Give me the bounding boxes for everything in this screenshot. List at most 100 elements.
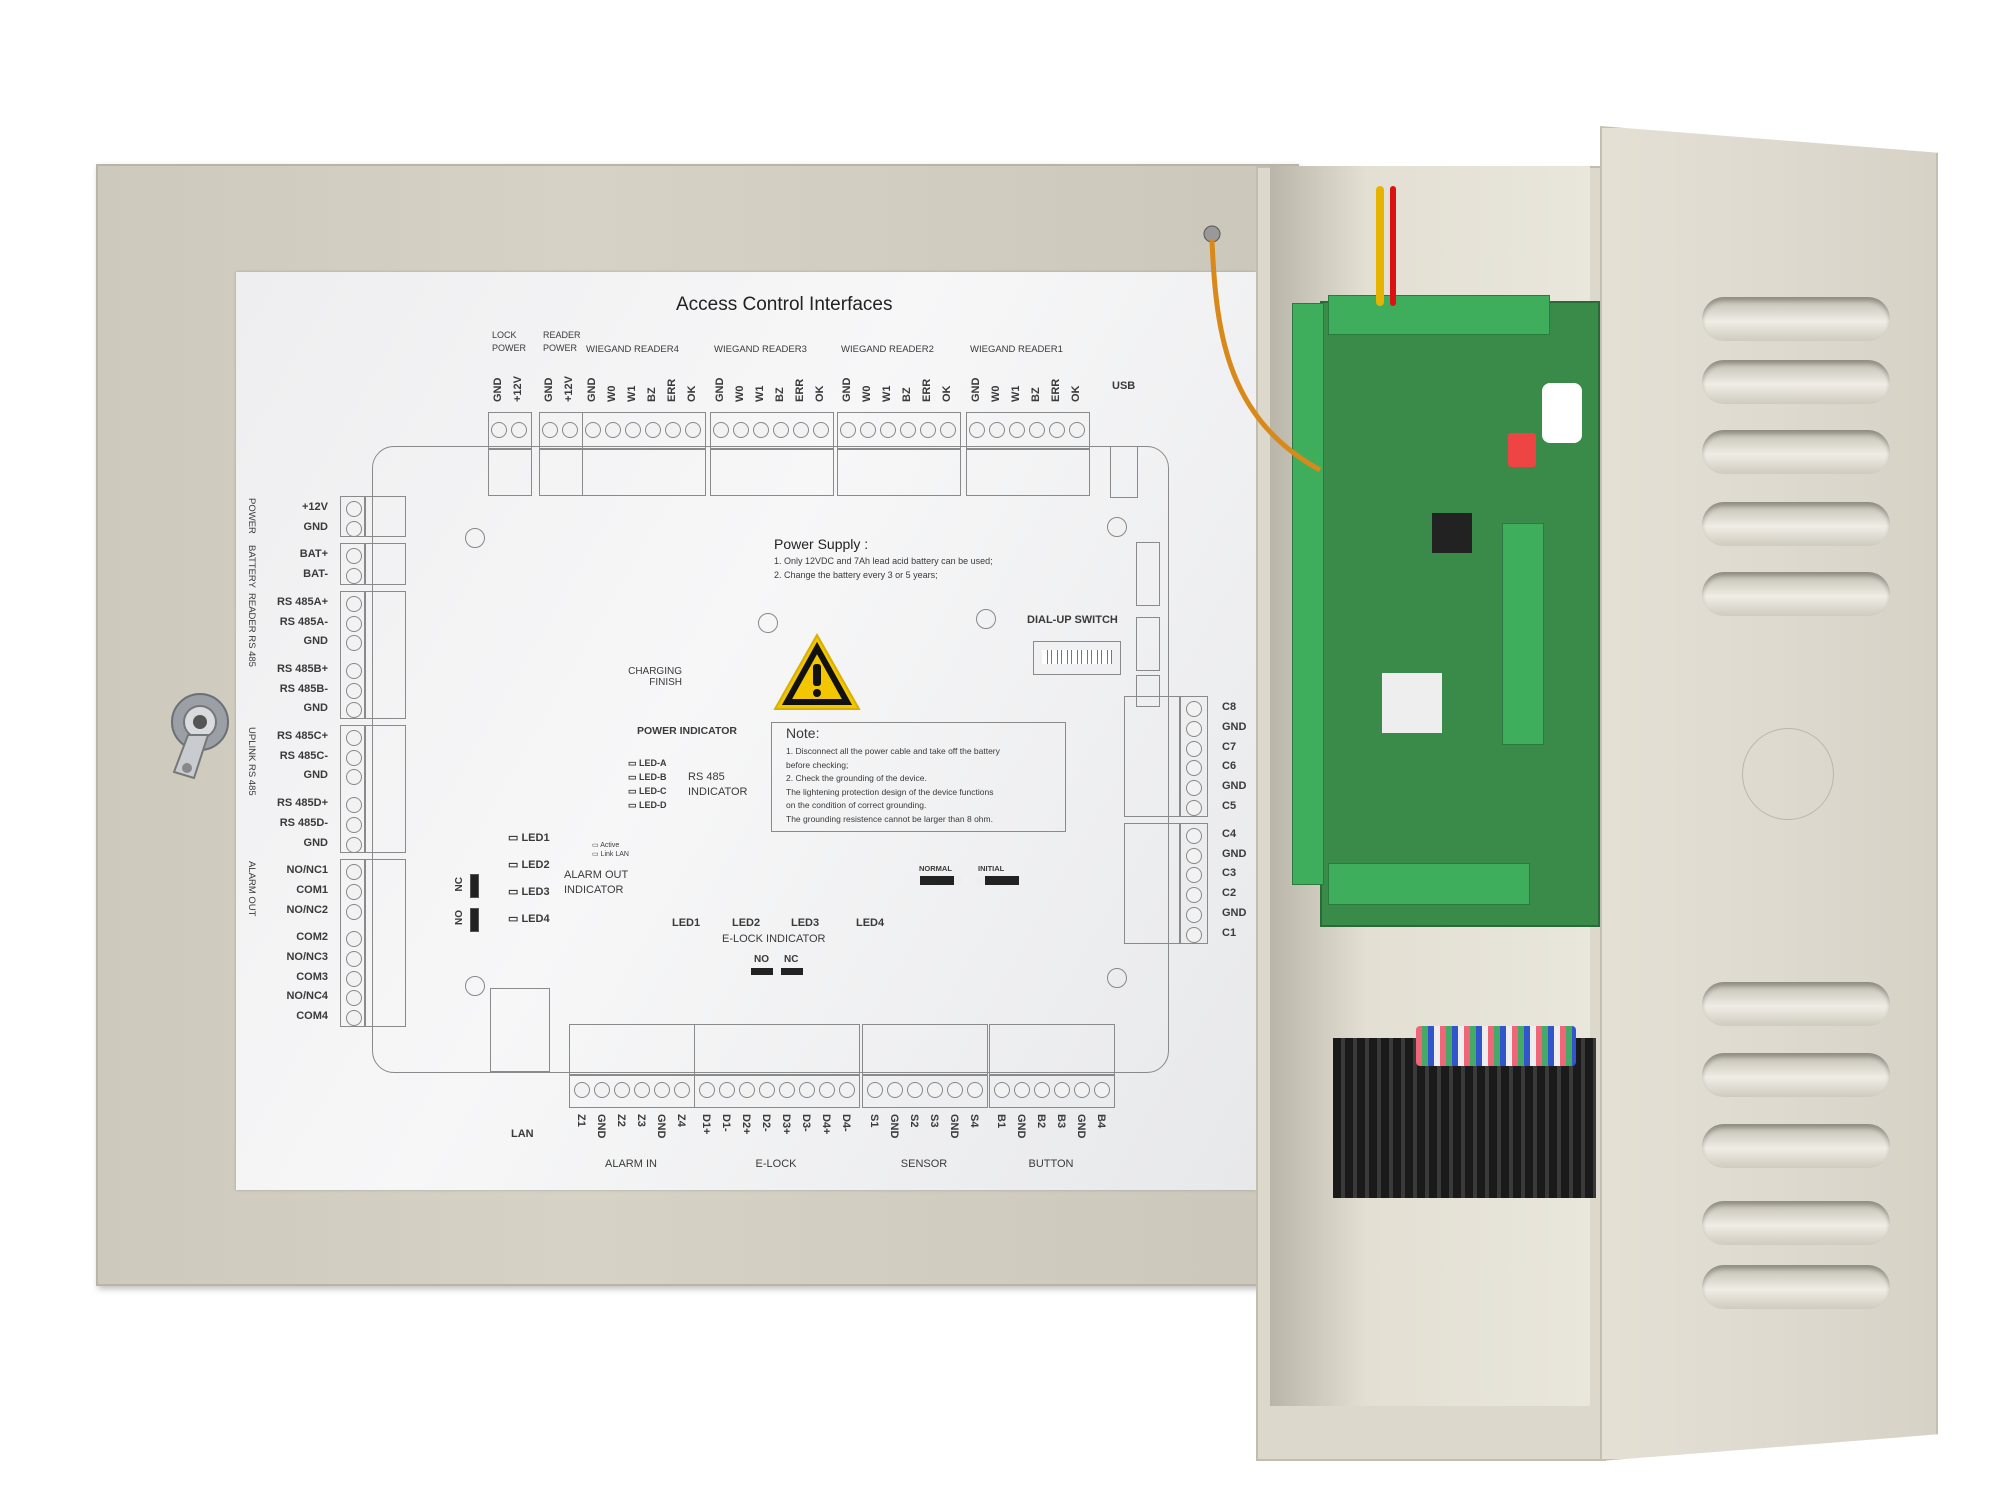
terminal-screw[interactable]	[674, 1082, 690, 1098]
terminal-screw[interactable]	[880, 422, 896, 438]
terminal-screw[interactable]	[773, 422, 789, 438]
terminal-screw[interactable]	[346, 749, 362, 766]
terminal-screw[interactable]	[1054, 1082, 1070, 1098]
terminal-screw[interactable]	[1034, 1082, 1050, 1098]
terminal-screw[interactable]	[654, 1082, 670, 1098]
terminal-screw[interactable]	[907, 1082, 923, 1098]
terminal-screw[interactable]	[542, 422, 558, 438]
terminal-screw[interactable]	[1186, 867, 1202, 884]
terminal-screw[interactable]	[759, 1082, 775, 1098]
terminal-screw[interactable]	[1186, 701, 1202, 717]
terminal-screw[interactable]	[887, 1082, 903, 1098]
terminal-screw[interactable]	[574, 1082, 590, 1098]
terminal-screw[interactable]	[346, 520, 362, 537]
terminal-screw[interactable]	[685, 422, 701, 438]
terminal-screw[interactable]	[840, 422, 856, 438]
terminal-screw[interactable]	[1186, 907, 1202, 923]
terminal-screw[interactable]	[1186, 847, 1202, 864]
terminal-screw[interactable]	[625, 422, 641, 438]
terminal-screw[interactable]	[1186, 827, 1202, 844]
terminal-screw[interactable]	[819, 1082, 835, 1098]
terminal-screw[interactable]	[994, 1082, 1010, 1098]
terminal-screw[interactable]	[346, 797, 362, 814]
terminal-screw[interactable]	[346, 548, 362, 565]
terminal-screw[interactable]	[346, 883, 362, 900]
terminal-screw[interactable]	[562, 422, 578, 438]
terminal-screw[interactable]	[346, 769, 362, 786]
terminal-screw[interactable]	[940, 422, 956, 438]
terminal-screw[interactable]	[967, 1082, 983, 1098]
terminal-screw[interactable]	[779, 1082, 795, 1098]
terminal-screw[interactable]	[927, 1082, 943, 1098]
terminal-screw[interactable]	[867, 1082, 883, 1098]
terminal-screw[interactable]	[594, 1082, 610, 1098]
terminal-screw[interactable]	[614, 1082, 630, 1098]
terminal-screw[interactable]	[733, 422, 749, 438]
terminal-screw[interactable]	[346, 501, 362, 517]
terminal-screw[interactable]	[1069, 422, 1085, 438]
terminal-screw[interactable]	[346, 990, 362, 1007]
terminal-screw[interactable]	[346, 903, 362, 920]
terminal-screw[interactable]	[1186, 740, 1202, 757]
terminal-screw[interactable]	[713, 422, 729, 438]
terminal-screw[interactable]	[346, 702, 362, 719]
terminal-block	[340, 725, 366, 854]
terminal-screw[interactable]	[969, 422, 985, 438]
terminal-screw[interactable]	[900, 422, 916, 438]
terminal-screw[interactable]	[1049, 422, 1065, 438]
terminal-screw[interactable]	[1186, 926, 1202, 943]
nc-no-switch[interactable]	[470, 908, 479, 932]
terminal-screw[interactable]	[860, 422, 876, 438]
terminal-screw[interactable]	[346, 864, 362, 881]
terminal-screw[interactable]	[346, 682, 362, 699]
terminal-screw[interactable]	[346, 615, 362, 632]
elock-nc-switch[interactable]	[781, 968, 803, 975]
terminal-screw[interactable]	[1029, 422, 1045, 438]
nc-no-switch[interactable]	[470, 874, 479, 898]
terminal-screw[interactable]	[346, 662, 362, 679]
elock-no-switch[interactable]	[751, 968, 773, 975]
terminal-screw[interactable]	[634, 1082, 650, 1098]
terminal-screw[interactable]	[346, 951, 362, 967]
terminal-screw[interactable]	[605, 422, 621, 438]
terminal-screw[interactable]	[920, 422, 936, 438]
terminal-screw[interactable]	[699, 1082, 715, 1098]
terminal-screw[interactable]	[346, 836, 362, 853]
terminal-screw[interactable]	[1186, 887, 1202, 904]
terminal-screw[interactable]	[1186, 800, 1202, 816]
terminal-screw[interactable]	[346, 1010, 362, 1027]
terminal-screw[interactable]	[346, 595, 362, 612]
dip-switch[interactable]	[1033, 641, 1121, 675]
terminal-screw[interactable]	[665, 422, 681, 438]
terminal-screw[interactable]	[346, 931, 362, 948]
terminal-screw[interactable]	[799, 1082, 815, 1098]
terminal-screw[interactable]	[753, 422, 769, 438]
terminal-screw[interactable]	[346, 730, 362, 746]
terminal-screw[interactable]	[1186, 720, 1202, 737]
terminal-screw[interactable]	[346, 816, 362, 833]
normal-switch[interactable]	[920, 876, 962, 885]
terminal-screw[interactable]	[645, 422, 661, 438]
terminal-screw[interactable]	[1186, 760, 1202, 777]
terminal-screw[interactable]	[346, 970, 362, 987]
terminal-screw[interactable]	[346, 635, 362, 652]
terminal-screw[interactable]	[1094, 1082, 1110, 1098]
terminal-screw[interactable]	[793, 422, 809, 438]
initial-switch[interactable]	[977, 876, 1019, 885]
door-lock-icon[interactable]	[160, 690, 240, 780]
terminal-screw[interactable]	[491, 422, 507, 438]
terminal-screw[interactable]	[511, 422, 527, 438]
terminal-screw[interactable]	[989, 422, 1005, 438]
terminal-screw[interactable]	[719, 1082, 735, 1098]
terminal-screw[interactable]	[1074, 1082, 1090, 1098]
terminal-screw[interactable]	[739, 1082, 755, 1098]
terminal-screw[interactable]	[947, 1082, 963, 1098]
terminal-screw[interactable]	[346, 568, 362, 585]
terminal-screw[interactable]	[1186, 780, 1202, 797]
terminal-screw[interactable]	[585, 422, 601, 438]
terminal-screw[interactable]	[813, 422, 829, 438]
terminal-screw[interactable]	[1009, 422, 1025, 438]
terminal-screw[interactable]	[1014, 1082, 1030, 1098]
terminal-screw[interactable]	[839, 1082, 855, 1098]
pin-label: GND	[948, 1114, 960, 1139]
